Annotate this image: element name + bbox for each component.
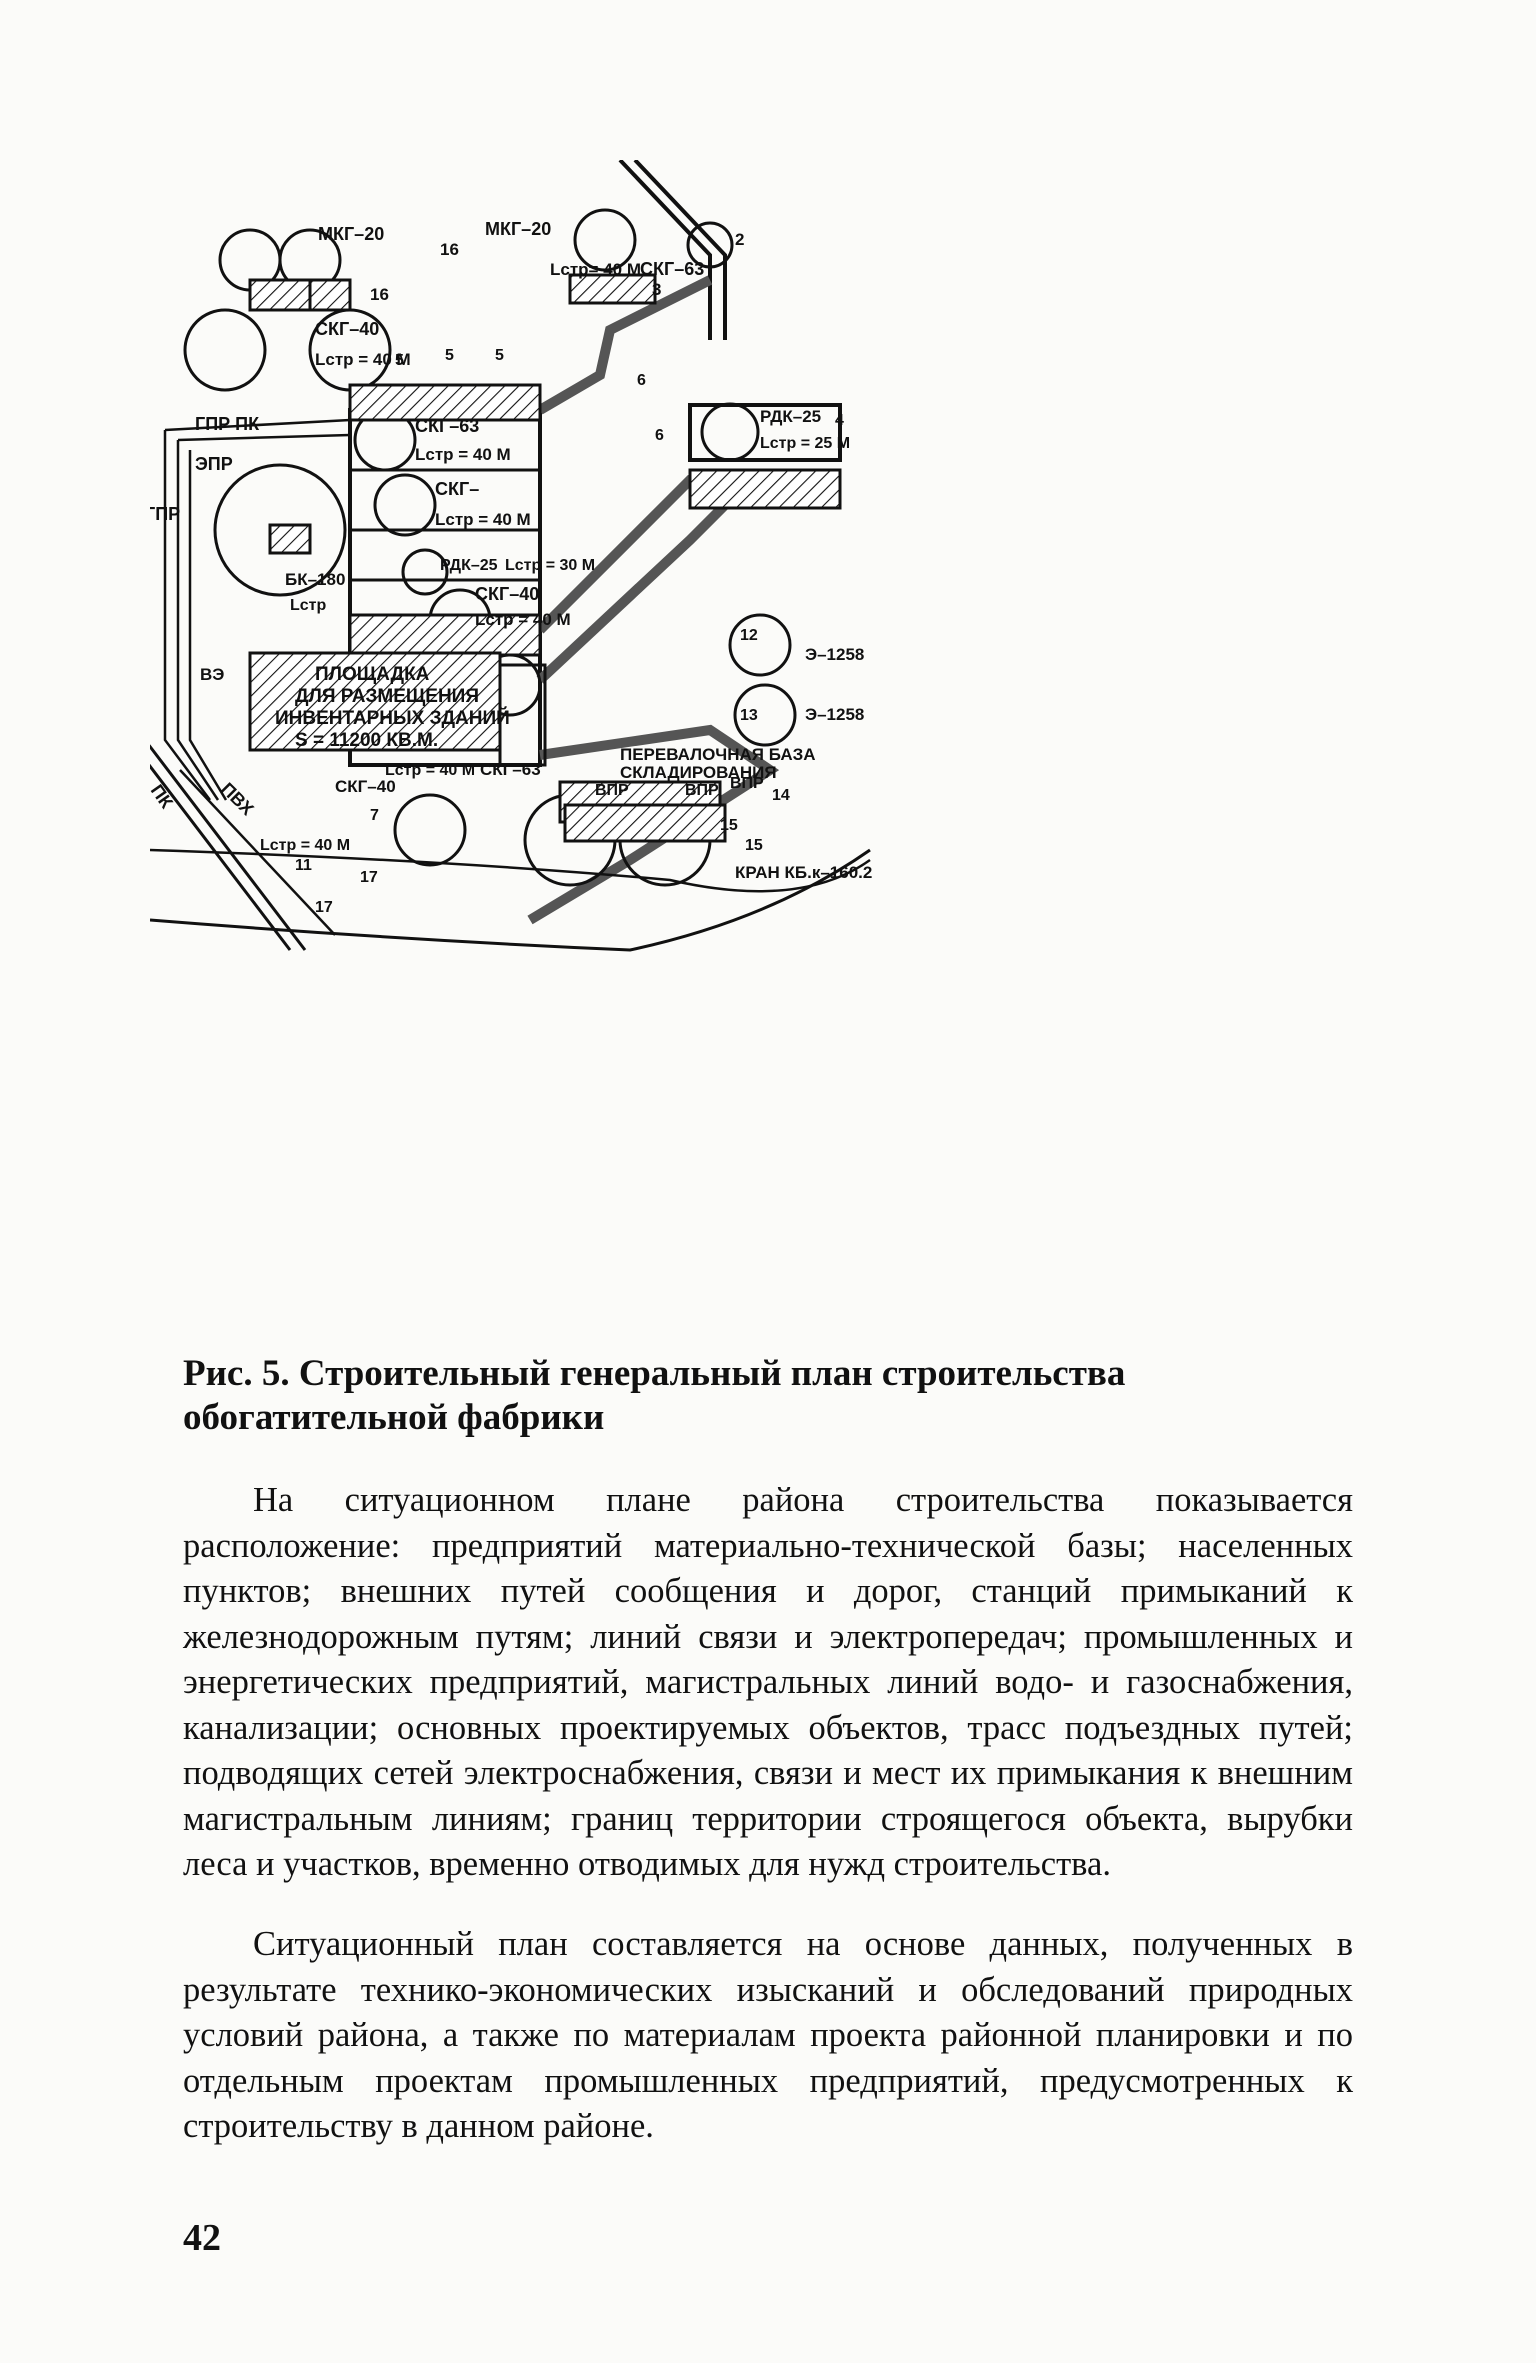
label-lstr-40-bottom: Lстр = 40 М (385, 762, 475, 779)
label-ve: ВЭ (200, 665, 224, 684)
label-n5b: 5 (445, 347, 454, 364)
label-n7: 7 (370, 807, 379, 824)
construction-site-plan-figure: МКГ–20 МКГ–20 16 16 Lстр= 40 М СКГ–63 2 … (150, 160, 872, 952)
label-n15b: 15 (745, 837, 763, 854)
label-n13: 13 (740, 707, 758, 724)
label-n5c: 5 (495, 347, 504, 364)
paragraph-situational-plan-contents: На ситуационном плане района строительст… (183, 1481, 1353, 1883)
label-gpr-pk: ГПР ПК (195, 414, 260, 434)
paragraph-situational-plan-basis: Ситуационный план составляется на основе… (183, 1925, 1353, 2145)
label-lstr-40-mid: Lстр = 40 М (435, 510, 531, 529)
label-n3: 3 (652, 280, 661, 299)
label-skg-mid: СКГ– (435, 479, 479, 499)
label-vpr2: ВПР (685, 782, 719, 799)
label-rdk25-right: РДК–25 (760, 407, 821, 426)
label-ploshadka-1: ПЛОЩАДКА (315, 664, 430, 685)
label-ploshadka-2: ДЛЯ РАЗМЕЩЕНИЯ (295, 686, 479, 707)
label-n6a: 6 (637, 372, 646, 389)
label-rdk25-mid: РДК–25 (440, 557, 498, 574)
label-n14: 14 (772, 787, 790, 804)
label-n11: 11 (295, 857, 312, 874)
label-skg63-top: СКГ–63 (640, 259, 704, 279)
label-lstr-40-top: Lстр= 40 М (550, 260, 641, 279)
label-mkg20-right: МКГ–20 (485, 219, 551, 239)
label-lstr-40-small: Lстр = 40 М (260, 837, 350, 854)
label-perevalochnaya-1: ПЕРЕВАЛОЧНАЯ БАЗА (620, 745, 816, 764)
figure-caption: Рис. 5. Строительный генеральный план ст… (183, 1353, 1126, 1438)
label-n17b: 17 (315, 899, 333, 916)
label-n6b: 6 (655, 427, 664, 444)
label-mkg20-left: МКГ–20 (318, 224, 384, 244)
label-n12: 12 (740, 627, 758, 644)
page-number: 42 (183, 2217, 221, 2259)
label-n16-b: 16 (370, 285, 389, 304)
label-e1258-b: Э–1258 (805, 705, 864, 724)
label-kran: КРАН КБ.к–160.2 (735, 863, 872, 882)
label-pk: ПК (150, 781, 177, 813)
label-n5a: 5 (395, 352, 404, 369)
label-vpr3: ВПР (730, 775, 764, 792)
building-placement-area (248, 651, 502, 752)
label-lstr-25: Lстр = 25 М (760, 435, 850, 452)
label-gpr-vertical: ГПР (150, 504, 180, 524)
label-n2: 2 (735, 230, 744, 249)
label-skg40-left: СКГ–40 (315, 319, 379, 339)
rdk25-zone (688, 403, 842, 462)
hatched-strip-top (348, 383, 542, 422)
label-n17a: 17 (360, 869, 378, 886)
label-e1258-a: Э–1258 (805, 645, 864, 664)
label-skg63-bottom: СКГ–63 (480, 760, 541, 779)
label-skg63-main: СКГ–63 (415, 416, 479, 436)
label-lstr-40-lower: Lстр = 40 М (475, 610, 571, 629)
label-vpr1: ВПР (595, 782, 629, 799)
crane-radius-bk180 (213, 463, 347, 597)
label-ploshadka-3: ИНВЕНТАРНЫХ ЗДАНИЙ (275, 707, 510, 729)
label-ploshadka-4: S = 11200 КВ.М. (295, 730, 438, 751)
label-pvkh: ПВХ (217, 779, 257, 819)
label-n15a: 15 (720, 817, 738, 834)
label-bk180: БК–180 (285, 570, 345, 589)
label-lstr-30: Lстр = 30 М (505, 557, 595, 574)
label-lstr-bk: Lстр (290, 597, 327, 614)
label-n4: 4 (835, 412, 844, 429)
label-lstr-40-main: Lстр = 40 М (415, 445, 511, 464)
label-skg40-bottom: СКГ–40 (335, 777, 396, 796)
rail-track-top (618, 160, 712, 340)
label-n16-a: 16 (440, 240, 459, 259)
label-lstr-40-left: Lстр = 40 М (315, 350, 411, 369)
label-perevalochnaya-2: СКЛАДИРОВАНИЯ (620, 763, 777, 782)
label-epr: ЭПР (195, 454, 233, 474)
label-skg40-mid: СКГ–40 (475, 584, 539, 604)
